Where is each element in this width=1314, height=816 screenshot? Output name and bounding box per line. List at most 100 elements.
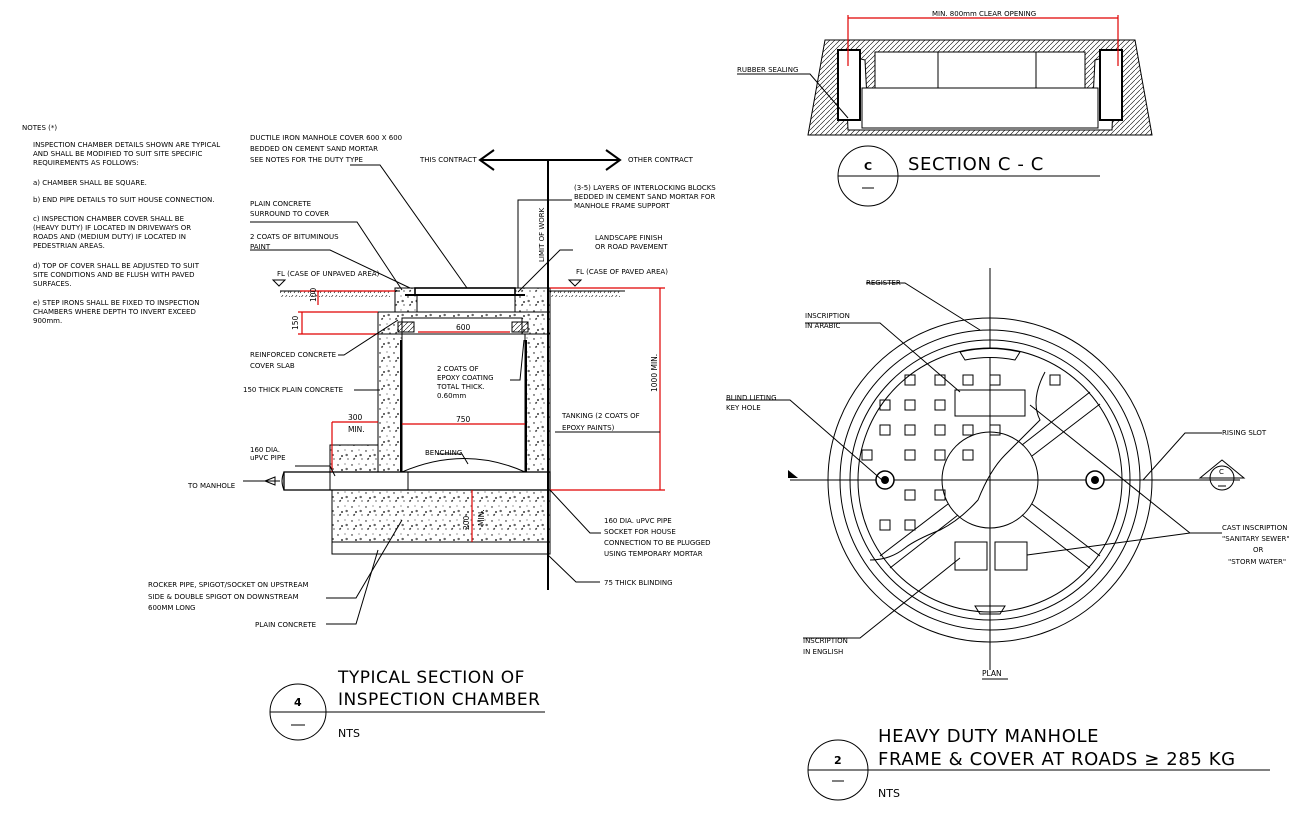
blind-leader [726,399,883,481]
dim-300: 300 [348,413,363,422]
other-contract-label: OTHER CONTRACT [628,156,694,164]
fl-marker-left [271,279,287,287]
register-leader [866,282,981,331]
title-line-1: TYPICAL SECTION OF [337,668,525,688]
break-line [869,371,1046,561]
cover-plate [861,87,1099,129]
english-box-left [954,541,988,571]
plan-label: PLAN [982,669,1002,678]
rising-leader [1142,432,1222,481]
dim-200: 200 [462,515,471,530]
blind-label: BLIND LIFTING KEY HOLE [726,394,779,412]
plain-concrete-surround-label: PLAIN CONCRETE SURROUND TO COVER [250,200,329,218]
frame-ring [839,329,1141,631]
plain-150-label: 150 THICK PLAIN CONCRETE [243,386,343,394]
seal-left [837,49,861,121]
clear-opening-label: MIN. 800mm CLEAR OPENING [932,10,1036,18]
soil-left [280,291,390,297]
arrow-right [605,149,622,171]
cover-edge [849,339,1131,621]
blocks-note: (3-5) LAYERS OF INTERLOCKING BLOCKS BEDD… [574,184,718,210]
dimensions: 100 150 600 1000 MIN. 300 MIN. 750 200 M… [291,287,665,542]
wall-right [524,333,551,473]
rib-se [1021,503,1101,569]
epoxy-label: 2 COATS OF EPOXY COATING TOTAL THICK. 0.… [436,365,496,400]
section-c-c: MIN. 800mm CLEAR OPENING RUBBER SEALING … [737,10,1153,207]
register-label: REGISTER [866,279,901,287]
surround-right [514,287,551,313]
outer-ring [827,317,1153,643]
title-line-2: INSPECTION CHAMBER [338,690,540,710]
base-slab [331,489,551,543]
rib-sw [879,503,959,569]
bottom-slot [974,605,1006,615]
cast-label: CAST INSCRIPTION "SANITARY SEWER" OR "ST… [1222,524,1292,566]
plan-view: C REGISTER INSCRIPTION IN ARABIC BLIND L… [726,268,1292,680]
rib-ne [1021,391,1101,457]
note-a: a) CHAMBER SHALL BE SQUARE. [33,179,147,187]
dim-100: 100 [309,287,318,302]
dim-200-min: MIN. [477,509,486,526]
rising-label: RISING SLOT [1222,429,1267,437]
title-block-4: 4 TYPICAL SECTION OF INSPECTION CHAMBER … [269,668,545,741]
fl-unpaved-label: FL (CASE OF UNPAVED AREA) [277,270,380,278]
bituminous-label: 2 COATS OF BITUMINOUS PAINT [250,233,341,251]
note-b: b) END PIPE DETAILS TO SUIT HOUSE CONNEC… [33,196,214,204]
scale-label: NTS [338,727,360,740]
note-d: d) TOP OF COVER SHALL BE ADJUSTED TO SUI… [33,262,201,288]
rc-slab-label: REINFORCED CONCRETE COVER SLAB [250,351,338,370]
english-leader [803,557,961,639]
dim-750: 750 [456,415,471,424]
upvc-pipe [283,471,551,491]
title2-line-1: HEAVY DUTY MANHOLE [878,726,1099,747]
dim-1000: 1000 MIN. [650,354,659,392]
frame-right [511,321,529,333]
rocker-note: ROCKER PIPE, SPIGOT/SOCKET ON UPSTREAM S… [148,581,311,612]
inspection-chamber-section: THIS CONTRACT OTHER CONTRACT LIMIT OF WO… [148,134,718,629]
this-contract-label: THIS CONTRACT [419,156,477,164]
note-c: c) INSPECTION CHAMBER COVER SHALL BE (HE… [33,215,193,250]
cover-note: DUCTILE IRON MANHOLE COVER 600 X 600 BED… [250,134,404,164]
cast-leader-2 [1026,532,1191,556]
dim-150: 150 [291,315,300,330]
title2-line-2: FRAME & COVER AT ROADS ≥ 285 KG [878,749,1236,770]
note-e: e) STEP IRONS SHALL BE FIXED TO INSPECTI… [33,299,202,325]
soil-right [550,291,620,297]
cut-letter: C [1219,468,1224,476]
seal-right [1099,49,1123,121]
english-label: INSCRIPTION IN ENGLISH [803,637,850,656]
dim-600: 600 [456,323,471,332]
detail-number-2: 2 [834,754,842,767]
arrow-left [478,149,495,171]
fl-marker-right [567,279,583,287]
rubber-sealing-label: RUBBER SEALING [737,66,798,74]
arabic-leader [805,322,961,393]
title-block-2: 2 HEAVY DUTY MANHOLE FRAME & COVER AT RO… [807,726,1270,801]
scale-label-2: NTS [878,787,900,800]
socket-note: 160 DIA. uPVC PIPE SOCKET FOR HOUSE CONN… [604,517,713,558]
pipe-160-label: 160 DIA. uPVC PIPE [250,446,286,462]
manhole-cover [414,287,516,296]
arabic-label: INSCRIPTION IN ARABIC [805,312,852,330]
notes-intro: INSPECTION CHAMBER DETAILS SHOWN ARE TYP… [33,141,222,167]
arabic-inscription-box [954,389,1026,417]
pipe-surround [329,444,379,473]
cut-mark-left [788,470,798,478]
grid-pattern [861,374,1061,531]
limit-of-work-label: LIMIT OF WORK [538,207,546,262]
fl-paved-label: FL (CASE OF PAVED AREA) [576,268,668,276]
detail-number: 4 [294,696,302,709]
register-slot [959,348,1021,361]
cut-bubble [1209,465,1235,491]
cover-top [874,51,1086,89]
to-manhole-label: TO MANHOLE [187,482,235,490]
pipe-end [281,471,285,491]
landscape-label: LANDSCAPE FINISH OR ROAD PAVEMENT [595,234,668,251]
leaders [243,164,660,625]
plain-concrete-label: PLAIN CONCRETE [255,621,316,629]
benching-label: BENCHING [425,449,462,457]
benching [401,458,526,473]
notes-block: NOTES (*) INSPECTION CHAMBER DETAILS SHO… [22,124,222,325]
